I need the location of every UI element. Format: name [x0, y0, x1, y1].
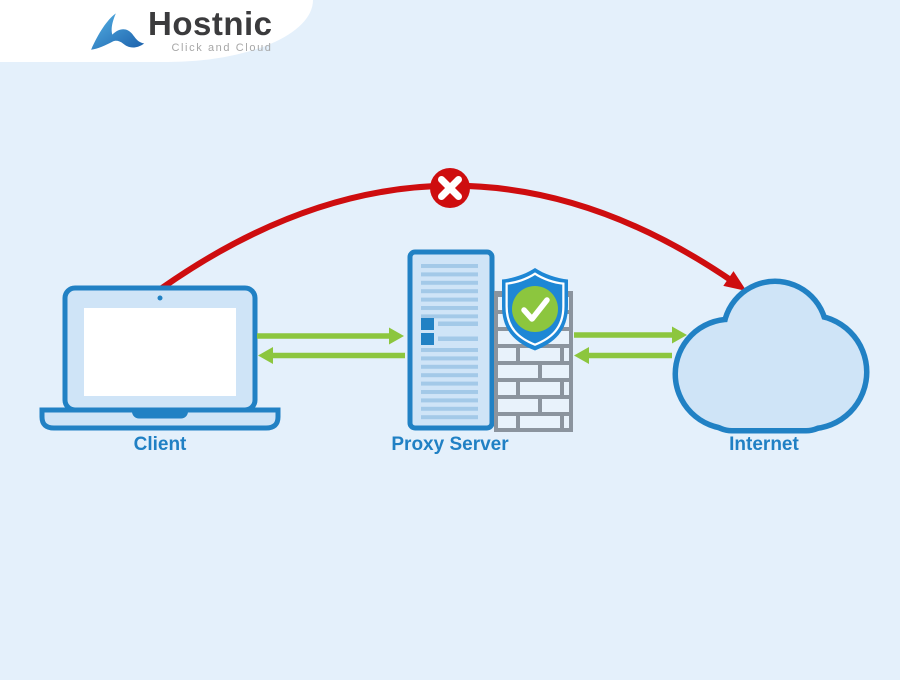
- arrow-client-to-proxy-icon: [257, 327, 404, 345]
- internet-cloud-icon: [672, 278, 870, 434]
- arrow-proxy-to-client-icon: [258, 347, 405, 364]
- arrow-internet-to-proxy-icon: [574, 347, 672, 364]
- brand-name: Hostnic: [148, 5, 273, 42]
- arrow-proxy-to-internet-icon: [574, 326, 687, 344]
- server-led-square: [421, 318, 434, 330]
- shield-inner-line: [505, 272, 565, 346]
- header-band: Hostnic Click and Cloud: [0, 0, 313, 62]
- internet-label: Internet: [729, 434, 799, 455]
- laptop-camera-dot: [157, 295, 163, 301]
- hostnic-logo: Hostnic Click and Cloud: [84, 7, 273, 55]
- server-lines-top: [421, 264, 478, 319]
- blocked-x-icon: [430, 168, 470, 208]
- laptop-base: [39, 407, 281, 431]
- check-mark: [521, 297, 550, 322]
- server-lines-bottom: [421, 348, 478, 420]
- server-short-line: [438, 321, 478, 326]
- hostnic-swoosh-icon: [91, 13, 145, 50]
- proxy-label: Proxy Server: [391, 434, 509, 455]
- check-badge: [512, 286, 558, 332]
- shield-check-icon: [502, 268, 568, 351]
- server-led-square: [421, 333, 434, 345]
- proxy-server-icon: [407, 249, 495, 431]
- client-laptop-icon: [39, 285, 281, 431]
- server-short-line: [438, 336, 478, 341]
- laptop-screen: [84, 308, 236, 396]
- logo-text: Hostnic Click and Cloud: [148, 5, 273, 55]
- laptop-notch: [132, 410, 188, 419]
- brand-tagline: Click and Cloud: [171, 42, 273, 54]
- client-label: Client: [133, 434, 187, 455]
